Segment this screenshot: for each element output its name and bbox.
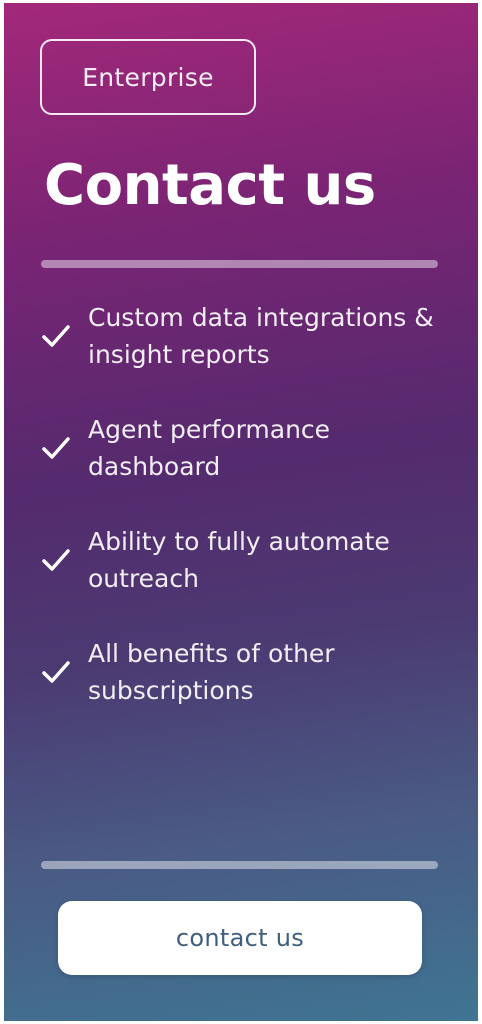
contact-us-button[interactable]: contact us [58, 901, 422, 975]
bottom-divider [41, 861, 438, 869]
feature-text: Ability to fully automate outreach [88, 527, 390, 593]
feature-item: Agent performance dashboard [40, 411, 460, 523]
feature-item: All benefits of other subscriptions [40, 635, 460, 747]
feature-text: All benefits of other subscriptions [88, 639, 335, 705]
checkmark-icon [42, 325, 70, 347]
checkmark-icon [42, 661, 70, 683]
pricing-card-enterprise: Enterprise Contact us Custom data integr… [4, 3, 478, 1021]
feature-item: Ability to fully automate outreach [40, 523, 460, 635]
top-divider [41, 260, 438, 268]
tier-badge-label: Enterprise [82, 62, 214, 92]
contact-us-button-label: contact us [175, 924, 305, 952]
checkmark-icon [42, 437, 70, 459]
tier-badge: Enterprise [40, 39, 256, 115]
feature-item: Custom data integrations & insight repor… [40, 299, 460, 411]
price-heading: Contact us [44, 153, 376, 218]
feature-text: Agent performance dashboard [88, 415, 331, 481]
feature-list: Custom data integrations & insight repor… [40, 299, 460, 747]
checkmark-icon [42, 549, 70, 571]
feature-text: Custom data integrations & insight repor… [88, 303, 434, 369]
